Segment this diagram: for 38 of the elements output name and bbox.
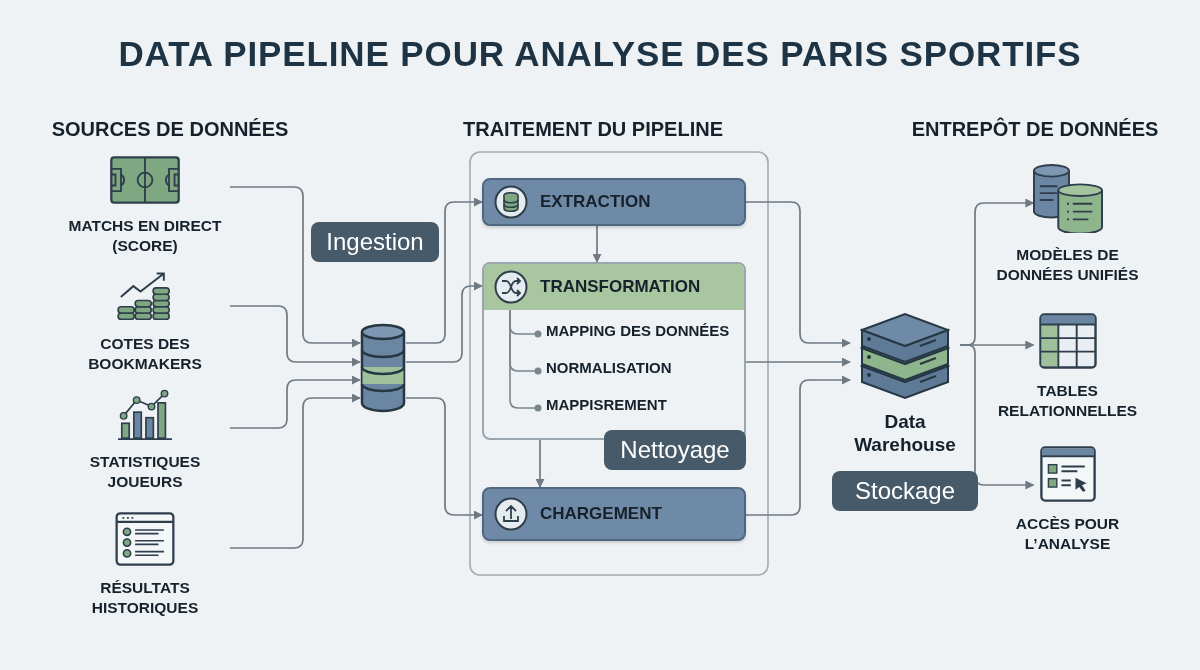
process-box bbox=[482, 487, 746, 541]
arrow bbox=[405, 197, 483, 344]
arrow bbox=[535, 439, 545, 488]
arrow bbox=[405, 397, 483, 520]
section-heading: ENTREPÔT DE DONNÉES bbox=[910, 116, 1160, 142]
step-title: CHARGEMENT bbox=[540, 503, 662, 526]
stage-badge: Stockage bbox=[832, 471, 978, 511]
node-caption: RÉSULTATS HISTORIQUES bbox=[90, 578, 200, 618]
list-item: MAPPISREMENT bbox=[546, 395, 668, 415]
node-caption: STATISTIQUES JOUEURS bbox=[88, 452, 202, 492]
stage-badge: Ingestion bbox=[311, 222, 439, 262]
node-caption: Data Warehouse bbox=[853, 410, 957, 456]
arrow bbox=[592, 225, 602, 263]
arrow bbox=[405, 281, 483, 363]
process-box bbox=[482, 178, 746, 226]
section-heading: TRAITEMENT DU PIPELINE bbox=[462, 117, 724, 142]
node-caption: TABLES RELATIONNELLES bbox=[996, 381, 1139, 421]
arrow bbox=[959, 344, 1035, 490]
arrow bbox=[745, 201, 851, 348]
step-title: EXTRACTION bbox=[540, 191, 651, 214]
arrow bbox=[229, 375, 361, 429]
arrow bbox=[745, 357, 851, 367]
diagram-title: DATA PIPELINE POUR ANALYSE DES PARIS SPORTIFS bbox=[117, 33, 1083, 75]
list-item: MAPPING DES DONNÉES bbox=[546, 321, 730, 341]
node-caption: MATCHS EN DIRECT (SCORE) bbox=[67, 216, 223, 256]
arrow bbox=[745, 375, 851, 516]
arrow bbox=[229, 393, 361, 549]
step-title: TRANSFORMATION bbox=[540, 276, 701, 299]
node-caption: MODÈLES DE DONNÉES UNIFIÉS bbox=[995, 245, 1140, 285]
database-cylinder bbox=[360, 323, 406, 413]
list-item: NORMALISATION bbox=[546, 358, 673, 378]
section-heading: SOURCES DE DONNÉES bbox=[50, 117, 290, 142]
arrow bbox=[229, 305, 361, 367]
arrow bbox=[229, 186, 361, 348]
process-box bbox=[482, 262, 746, 440]
stage-badge: Nettoyage bbox=[604, 430, 746, 470]
node-caption: ACCÈS POUR L’ANALYSE bbox=[1014, 514, 1121, 554]
node-caption: COTES DES BOOKMAKERS bbox=[87, 334, 203, 374]
